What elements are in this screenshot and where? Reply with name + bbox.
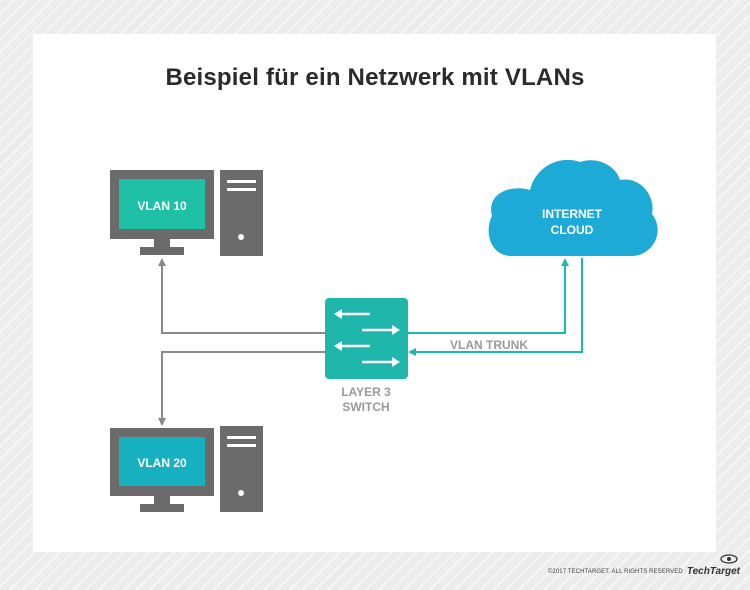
tower-icon: [220, 170, 263, 256]
brand-name: TechTarget: [686, 566, 740, 577]
cloud-label-line1: INTERNET: [542, 207, 603, 221]
switch-label-line2: SWITCH: [342, 400, 389, 414]
vlan10-label: VLAN 10: [137, 199, 187, 213]
diagram-title: Beispiel für ein Netzwerk mit VLANs: [165, 64, 585, 91]
footer: ©2017 TECHTARGET. ALL RIGHTS RESERVED Te…: [547, 554, 740, 577]
vlan10-link: [158, 258, 325, 334]
vlan-trunk-link: [408, 258, 583, 356]
tower-icon: [220, 426, 263, 512]
vlan-trunk-label: VLAN TRUNK: [450, 338, 528, 352]
layer3-switch: LAYER 3 SWITCH: [325, 298, 408, 414]
vlan20-link: [158, 351, 325, 426]
vlan20-computer: VLAN 20: [110, 426, 263, 512]
cloud-icon: [488, 159, 658, 256]
techtarget-logo: TechTarget: [686, 554, 740, 577]
switch-arrows-icon: [334, 309, 400, 367]
cloud-label-line2: CLOUD: [551, 223, 594, 237]
vlan10-computer: VLAN 10: [110, 170, 263, 256]
internet-cloud: INTERNET CLOUD: [488, 159, 658, 256]
vlan20-label: VLAN 20: [137, 456, 187, 470]
copyright-text: ©2017 TECHTARGET. ALL RIGHTS RESERVED: [547, 568, 683, 575]
eye-icon: [720, 554, 738, 564]
switch-label-line1: LAYER 3: [341, 385, 391, 399]
